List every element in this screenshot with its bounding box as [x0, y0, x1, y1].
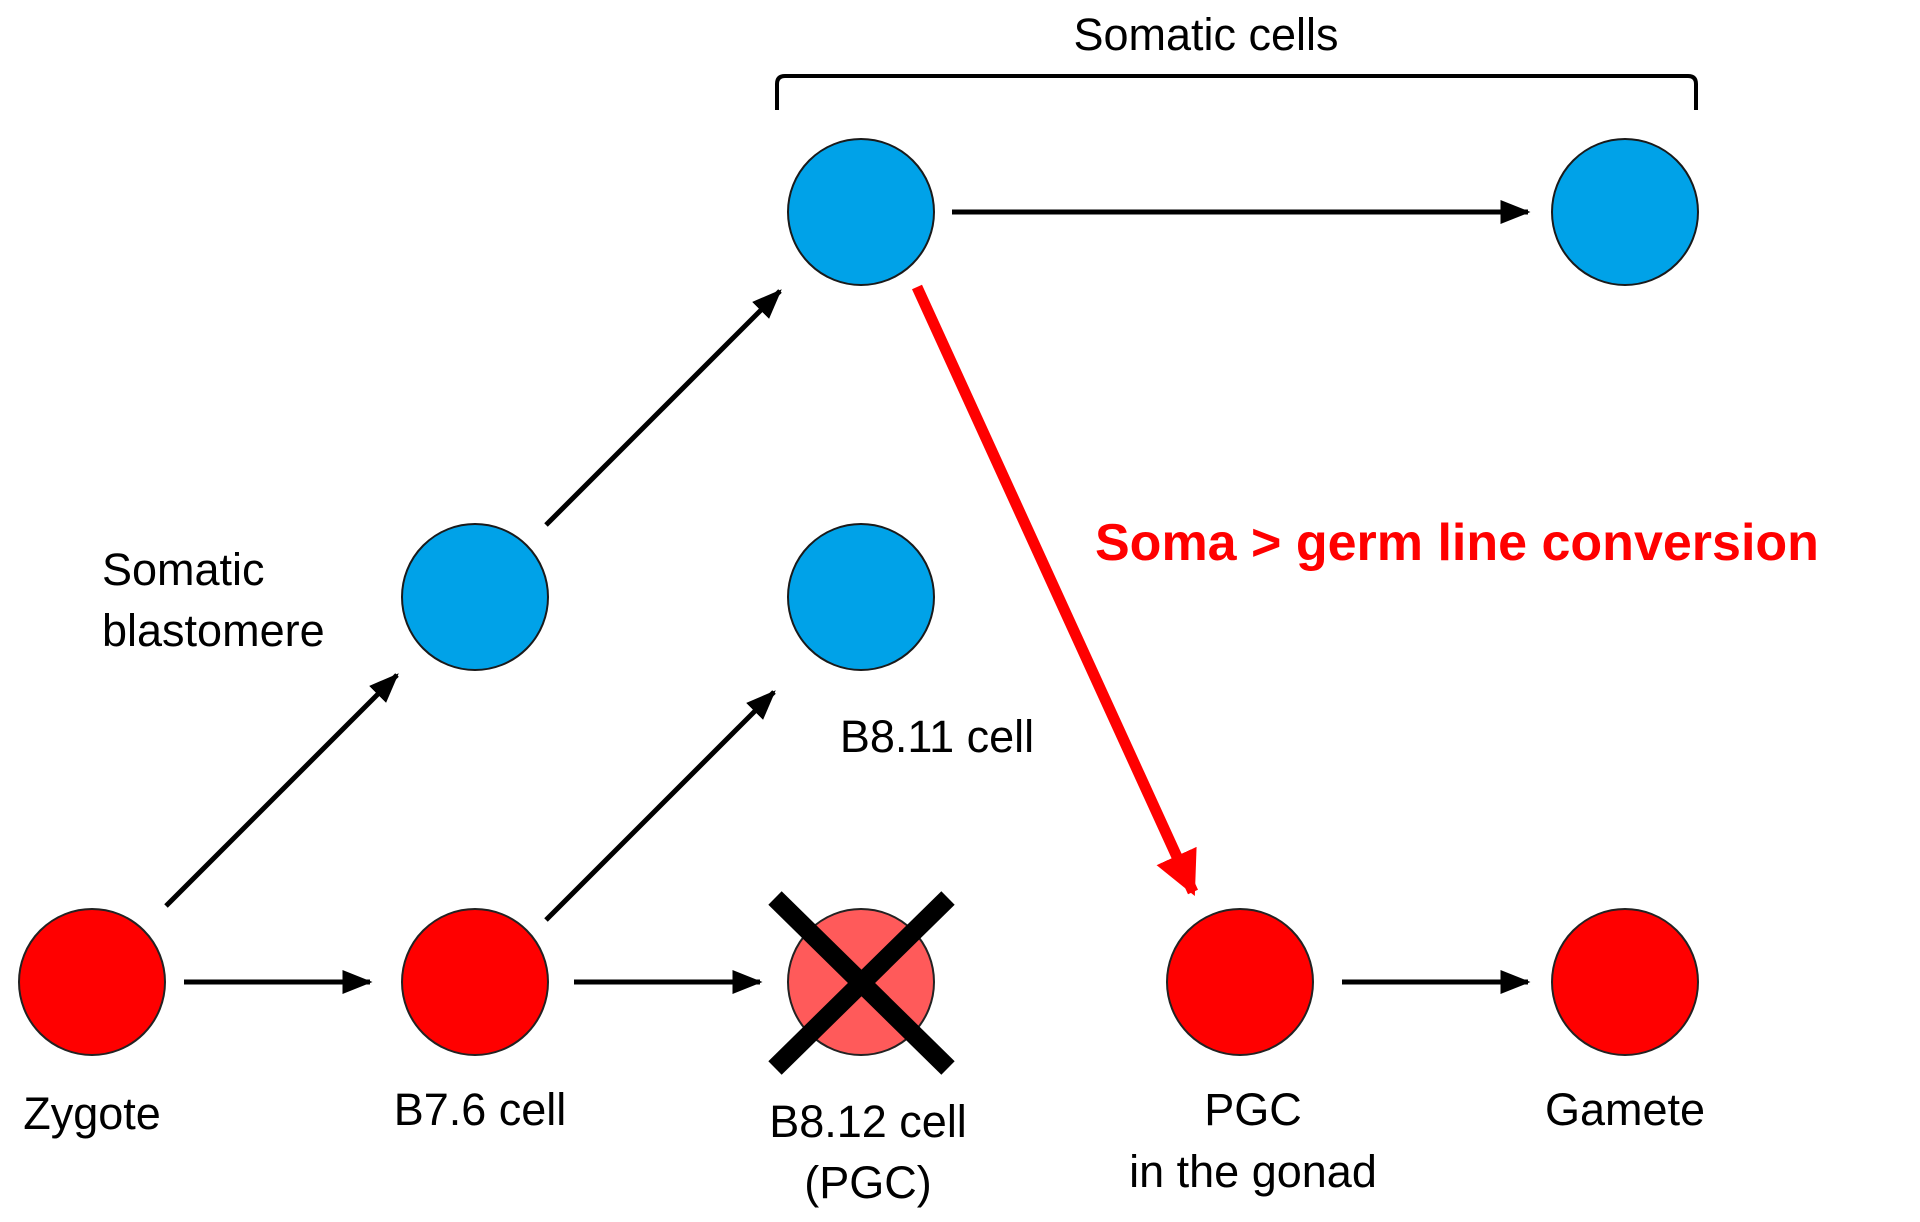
somatic-cells-label: Somatic cells — [1073, 9, 1338, 60]
gamete-cell — [1551, 908, 1699, 1056]
arrow-somatic-blastomere-to-top-left — [544, 289, 782, 527]
somatic-blastomere-label-line1: Somatic — [102, 544, 265, 595]
b812-label-line2: (PGC) — [804, 1157, 932, 1208]
b811-label: B8.11 cell — [840, 711, 1034, 762]
pgc-gonad-cell — [1166, 908, 1314, 1056]
b76-cell — [401, 908, 549, 1056]
conversion-label: Soma > germ line conversion — [1095, 514, 1819, 572]
somatic-cells-bracket — [775, 74, 1698, 110]
arrow-soma-to-germ-conversion — [911, 284, 1199, 897]
somatic-blastomere-cell — [401, 523, 549, 671]
arrow-zygote-to-somatic-blastomere — [164, 673, 399, 908]
gamete-label: Gamete — [1545, 1084, 1705, 1135]
zygote-label: Zygote — [23, 1088, 161, 1139]
arrow-b76-to-b811 — [544, 690, 776, 922]
somatic-top-left-cell — [787, 138, 935, 286]
somatic-blastomere-label-line2: blastomere — [102, 605, 325, 656]
zygote-cell — [18, 908, 166, 1056]
x-mark-icon — [768, 891, 955, 1075]
b812-label-line1: B8.12 cell — [769, 1096, 967, 1147]
pgc-gonad-label-line2: in the gonad — [1129, 1146, 1377, 1197]
pgc-gonad-label-line1: PGC — [1204, 1084, 1302, 1135]
somatic-top-right-cell — [1551, 138, 1699, 286]
b76-label: B7.6 cell — [394, 1084, 567, 1135]
b811-cell — [787, 523, 935, 671]
